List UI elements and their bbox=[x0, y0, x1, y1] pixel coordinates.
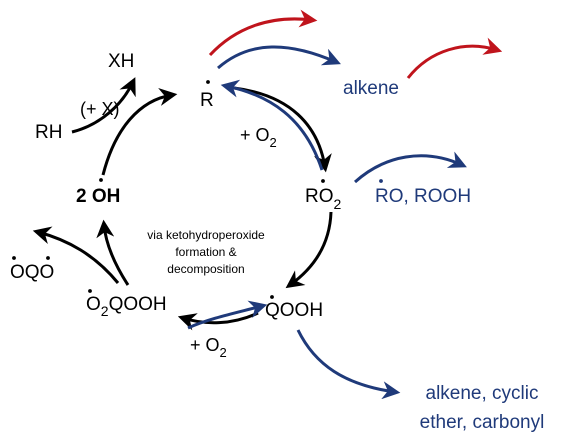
arrow-o2qooh-to-oh bbox=[96, 219, 130, 286]
label-qooh: QOOH bbox=[265, 300, 323, 321]
radical-dot-qooh bbox=[270, 295, 274, 299]
label-two-oh: 2 OH bbox=[76, 186, 120, 207]
arrow-ro2-to-r-reverse bbox=[220, 79, 324, 171]
radical-dot-oh bbox=[99, 178, 103, 182]
arrow-ro2-to-qooh bbox=[285, 211, 333, 289]
label-ro-rooh: RO, ROOH bbox=[375, 186, 471, 207]
arrow-alkene-to-red bbox=[406, 37, 503, 79]
arrow-r-to-red-top bbox=[208, 9, 318, 57]
radical-dot-r bbox=[206, 80, 210, 84]
label-oqo: OQO bbox=[10, 262, 54, 283]
label-via-line1: via ketohydroperoxide bbox=[147, 228, 265, 242]
label-o2qooh: O2QOOH bbox=[86, 294, 167, 319]
arrow-r-to-ro2 bbox=[233, 86, 332, 173]
label-products-line1: alkene, cyclic bbox=[426, 383, 539, 404]
radical-dot-oqo-right bbox=[46, 256, 50, 260]
radical-dot-ro bbox=[379, 179, 383, 183]
label-plus-o2-bottom: + O2 bbox=[190, 335, 227, 360]
radical-dot-o2qooh bbox=[88, 289, 92, 293]
label-ro2: RO2 bbox=[305, 186, 342, 212]
label-r: R bbox=[200, 90, 214, 111]
label-via-line2: formation & bbox=[175, 245, 236, 259]
label-plus-x: (+ X) bbox=[80, 99, 120, 119]
arrow-o2qooh-to-qooh-reverse bbox=[187, 300, 268, 330]
label-products-line2: ether, carbonyl bbox=[420, 412, 545, 433]
arrow-oh-to-r bbox=[101, 88, 178, 176]
label-alkene: alkene bbox=[343, 78, 399, 99]
radical-dot-oqo-left bbox=[12, 256, 16, 260]
radical-dot-ro2 bbox=[321, 179, 325, 183]
arrow-ro2-to-ro-rooh bbox=[353, 151, 467, 184]
label-via-line3: decomposition bbox=[167, 262, 244, 276]
label-plus-o2-top: + O2 bbox=[240, 125, 277, 150]
label-xh: XH bbox=[108, 51, 134, 72]
arrow-r-to-alkene bbox=[217, 45, 341, 70]
arrow-rh-to-xh bbox=[71, 77, 136, 134]
arrow-o2qooh-to-oqo bbox=[32, 226, 120, 284]
arrow-qooh-to-products bbox=[296, 329, 401, 400]
label-rh: RH bbox=[35, 122, 62, 143]
